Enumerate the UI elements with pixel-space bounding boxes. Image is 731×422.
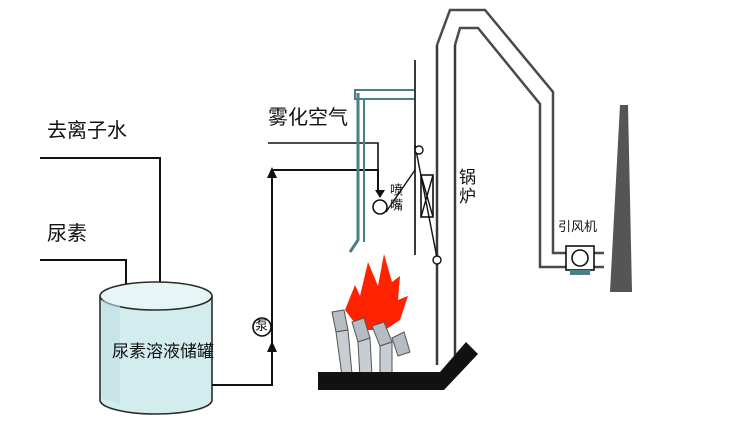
flue-gas-duct [435,8,604,269]
deionized-water-label: 去离子水 [47,118,127,142]
burners [331,309,411,379]
boiler-inner-ball-bottom [432,255,442,265]
nozzle-spray-line [385,169,416,213]
nozzle-arrow [375,190,385,198]
boiler-tube-bank [420,174,434,218]
deionized-water-line [40,157,161,293]
solution-to-nozzle-line [272,169,379,190]
urea-line [40,259,127,293]
pump-symbol [252,317,272,337]
boiler-label: 锅炉 [455,168,475,206]
solution-feed-line [212,175,273,386]
feed-arrow-upper [267,167,277,178]
urea-label: 尿素 [47,221,87,245]
boiler-inner-ball-top [414,145,424,155]
flame [345,254,408,330]
induced-fan-label: 引风机 [558,220,598,235]
pump-label: 泵 [255,319,269,334]
boiler-top-beam [354,89,416,100]
nozzle-ball [372,199,388,215]
urea-storage-tank [99,281,213,415]
nozzle-label: 喷嘴 [387,183,402,213]
storage-tank-label: 尿素溶液储罐 [112,342,214,362]
boiler-inner-rod [414,144,438,259]
atomizing-air-label: 雾化空气 [268,105,348,129]
induced-fan [565,245,595,275]
feed-arrow-lower [267,341,277,352]
atomizing-air-line [268,142,379,190]
furnace-grate [318,342,478,390]
boiler-wall [414,45,457,365]
left-feed-pipe [348,93,360,253]
chimney [610,105,632,292]
